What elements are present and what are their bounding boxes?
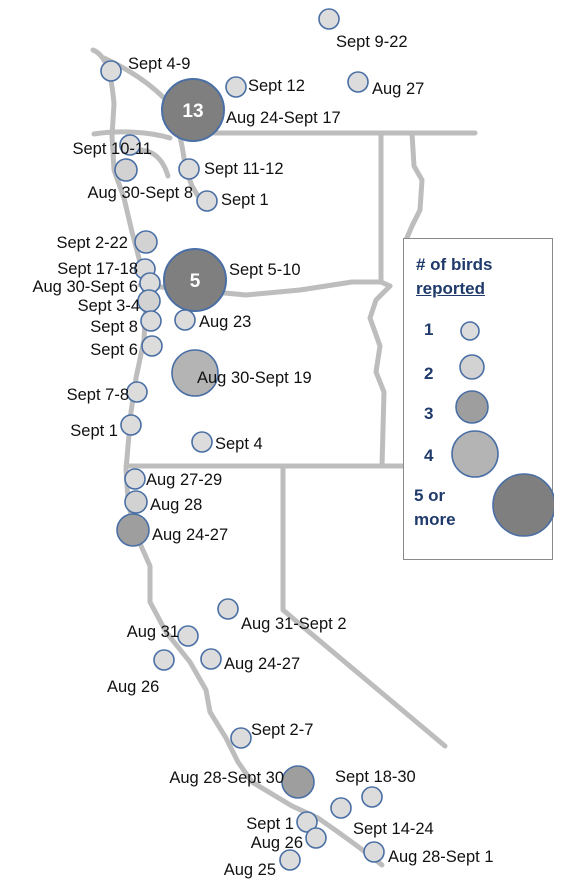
or-id-border bbox=[367, 283, 393, 469]
sighting-marker bbox=[126, 381, 148, 403]
sighting-date-label: Sept 4-9 bbox=[128, 55, 190, 73]
legend-label-3: 3 bbox=[424, 404, 434, 423]
sighting-date-label: Sept 2-7 bbox=[251, 721, 313, 739]
id-mt-border bbox=[403, 130, 425, 243]
sighting-date-label: Aug 31 bbox=[127, 623, 179, 641]
sighting-date-label: Sept 4 bbox=[215, 435, 263, 453]
sighting-marker bbox=[174, 309, 196, 331]
juan-de-fuca bbox=[91, 129, 173, 141]
sighting-date-label: Aug 27 bbox=[372, 80, 424, 98]
sighting-date-label: Sept 12 bbox=[248, 77, 305, 95]
sighting-marker bbox=[318, 8, 340, 30]
legend-circle-1 bbox=[460, 321, 480, 341]
sighting-marker bbox=[330, 797, 352, 819]
sighting-marker bbox=[114, 158, 138, 182]
sighting-date-label: Aug 24-Sept 17 bbox=[226, 109, 341, 127]
sighting-date-label: Sept 2-22 bbox=[56, 234, 128, 252]
sighting-marker bbox=[196, 190, 218, 212]
sighting-marker bbox=[191, 431, 213, 453]
sighting-date-label: Aug 27-29 bbox=[146, 471, 222, 489]
sighting-marker bbox=[217, 598, 239, 620]
sighting-marker bbox=[200, 648, 222, 670]
sighting-marker bbox=[120, 414, 142, 436]
sighting-markers: 13 5 bbox=[100, 8, 385, 871]
sighting-date-label: Aug 30-Sept 8 bbox=[88, 184, 194, 202]
legend-label-5-line2: more bbox=[414, 510, 456, 529]
sighting-marker bbox=[230, 727, 252, 749]
sighting-marker bbox=[279, 849, 301, 871]
sighting-date-label: Aug 23 bbox=[199, 313, 251, 331]
legend-circle-2 bbox=[459, 354, 485, 380]
legend-label-1: 1 bbox=[424, 320, 434, 339]
sighting-marker bbox=[347, 71, 369, 93]
sighting-count: 5 bbox=[190, 271, 201, 292]
sighting-marker bbox=[177, 625, 199, 647]
legend-circle-5 bbox=[492, 473, 554, 537]
sighting-marker bbox=[363, 841, 385, 863]
sighting-date-label: Aug 28 bbox=[150, 496, 202, 514]
sighting-marker bbox=[116, 513, 150, 547]
sighting-date-label: Aug 30-Sept 19 bbox=[197, 369, 312, 387]
sighting-marker bbox=[281, 765, 315, 799]
sighting-marker bbox=[137, 289, 161, 313]
sighting-marker bbox=[124, 490, 148, 514]
sighting-count: 13 bbox=[182, 101, 203, 122]
sighting-date-label: Sept 1 bbox=[70, 422, 118, 440]
legend-title: # of birds bbox=[416, 255, 493, 274]
sighting-marker bbox=[361, 786, 383, 808]
sighting-marker bbox=[296, 811, 318, 833]
sighting-marker bbox=[171, 349, 219, 397]
sighting-marker bbox=[305, 827, 327, 849]
sighting-date-label: Aug 28-Sept 30 bbox=[169, 769, 284, 787]
sighting-date-label: Aug 26 bbox=[251, 834, 303, 852]
sighting-date-label: Sept 7-8 bbox=[67, 386, 129, 404]
legend-swatches bbox=[451, 321, 554, 537]
legend-circle-3 bbox=[455, 390, 489, 424]
legend: # of birds reported 1 2 3 4 5 or more bbox=[403, 238, 554, 560]
legend-label-5-line1: 5 or bbox=[414, 486, 446, 505]
sighting-date-label: Sept 18-30 bbox=[335, 768, 416, 786]
sighting-date-label: Aug 31-Sept 2 bbox=[241, 615, 347, 633]
sighting-marker bbox=[178, 158, 200, 180]
sighting-date-label: Sept 3-4 bbox=[78, 297, 140, 315]
sighting-date-label: Sept 9-22 bbox=[336, 33, 408, 51]
sighting-date-label: Sept 10-11 bbox=[72, 140, 152, 158]
sighting-date-label: Aug 24-27 bbox=[224, 655, 300, 673]
ca-nv-border bbox=[280, 463, 448, 749]
sighting-date-label: Sept 8 bbox=[90, 318, 138, 336]
legend-label-2: 2 bbox=[424, 364, 434, 383]
sighting-marker bbox=[225, 76, 247, 98]
sighting-marker bbox=[141, 335, 163, 357]
sighting-date-label: Sept 11-12 bbox=[204, 160, 284, 178]
sighting-marker bbox=[124, 468, 146, 490]
sighting-date-label: Aug 24-27 bbox=[152, 526, 228, 544]
sighting-date-label: Sept 6 bbox=[90, 341, 138, 359]
sighting-marker bbox=[161, 78, 225, 142]
sighting-marker bbox=[140, 310, 162, 332]
legend-label-4: 4 bbox=[424, 446, 434, 465]
sighting-date-label: Aug 28-Sept 1 bbox=[388, 848, 494, 866]
sighting-marker bbox=[163, 248, 227, 312]
sighting-marker bbox=[100, 60, 122, 82]
sighting-marker bbox=[134, 230, 158, 254]
sighting-marker bbox=[153, 649, 175, 671]
sighting-date-label: Aug 25 bbox=[224, 861, 276, 879]
sighting-date-label: Aug 30-Sept 6 bbox=[33, 278, 139, 296]
sighting-date-label: Sept 1 bbox=[221, 191, 269, 209]
legend-circle-4 bbox=[451, 430, 499, 478]
sighting-date-label: Sept 14-24 bbox=[353, 820, 434, 838]
sighting-date-label: Sept 17-18 bbox=[57, 260, 138, 278]
legend-subtitle: reported bbox=[416, 279, 485, 298]
sighting-date-label: Sept 1 bbox=[246, 815, 294, 833]
sighting-date-label: Sept 5-10 bbox=[229, 261, 301, 279]
sighting-date-label: Aug 26 bbox=[107, 678, 159, 696]
sighting-marker bbox=[119, 134, 141, 156]
